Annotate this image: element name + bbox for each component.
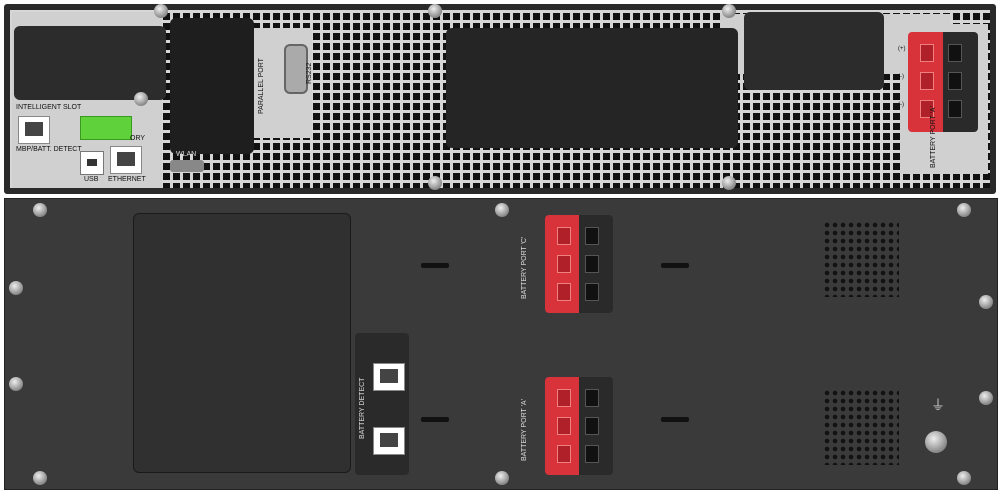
intelligent-slot-label: INTELLIGENT SLOT <box>16 104 82 111</box>
ups-rear-top-panel: INTELLIGENT SLOT MBP/BATT. DETECT ORY US… <box>4 4 996 194</box>
battery-detect-module <box>355 333 409 475</box>
ground-screw[interactable] <box>925 431 947 453</box>
battery-port-a-top[interactable] <box>908 32 978 132</box>
ethernet-label: ETHERNET <box>108 176 146 183</box>
vent-slot <box>421 263 449 268</box>
screw-icon <box>33 471 47 485</box>
rs232-port[interactable] <box>284 44 308 94</box>
screw-icon <box>722 4 736 18</box>
vent-slot <box>661 417 689 422</box>
screw-icon <box>134 92 148 106</box>
ground-symbol-icon: ⏚ <box>931 397 945 413</box>
screw-icon <box>154 4 168 18</box>
battery-port-a-label-top: BATTERY PORT 'A' <box>930 106 937 168</box>
screw-icon <box>957 203 971 217</box>
ups-rear-battery-panel: BATTERY DETECT BATTERY PORT 'C' BATTERY … <box>4 198 998 490</box>
battery-port-c-label: BATTERY PORT 'C' <box>521 236 528 299</box>
battery-port-c[interactable] <box>545 215 613 313</box>
ethernet-port[interactable] <box>110 146 142 174</box>
dry-contact-terminal[interactable] <box>80 116 132 140</box>
polarity-label: (-) <box>898 74 904 80</box>
screw-icon <box>33 203 47 217</box>
battery-detect-label: BATTERY DETECT <box>359 377 366 439</box>
accessory-label: ORY <box>130 135 146 142</box>
vent-grille <box>823 221 899 297</box>
wlan-port[interactable] <box>170 160 204 172</box>
battery-access-cover[interactable] <box>133 213 351 473</box>
battery-detect-port-2[interactable] <box>373 427 405 455</box>
screw-icon <box>957 471 971 485</box>
blank-cover-right <box>744 12 884 90</box>
mbp-batt-detect-port[interactable] <box>18 116 50 144</box>
parallel-port-cover[interactable] <box>170 18 254 154</box>
battery-port-a[interactable] <box>545 377 613 475</box>
polarity-label: (+) <box>898 46 906 52</box>
usb-port[interactable] <box>80 151 104 175</box>
screw-icon <box>722 176 736 190</box>
battery-detect-port-1[interactable] <box>373 363 405 391</box>
parallel-port-label: PARALLEL PORT <box>258 58 265 114</box>
vent-slot <box>661 263 689 268</box>
polarity-label: (-) <box>898 102 904 108</box>
battery-port-a-label: BATTERY PORT 'A' <box>521 399 528 461</box>
wlan-label: WLAN <box>176 151 197 158</box>
rs232-label: RS232 <box>306 62 313 84</box>
screw-icon <box>495 203 509 217</box>
screw-icon <box>428 4 442 18</box>
vent-slot <box>421 417 449 422</box>
screw-icon <box>495 471 509 485</box>
screw-icon <box>9 281 23 295</box>
screw-icon <box>428 176 442 190</box>
screw-icon <box>9 377 23 391</box>
screw-icon <box>979 391 993 405</box>
usb-label: USB <box>84 176 99 183</box>
fan-cover <box>446 28 738 148</box>
screw-icon <box>979 295 993 309</box>
mbp-batt-detect-label: MBP/BATT. DETECT <box>16 146 82 153</box>
blank-slot-cover <box>14 26 166 100</box>
vent-grille <box>823 389 899 465</box>
